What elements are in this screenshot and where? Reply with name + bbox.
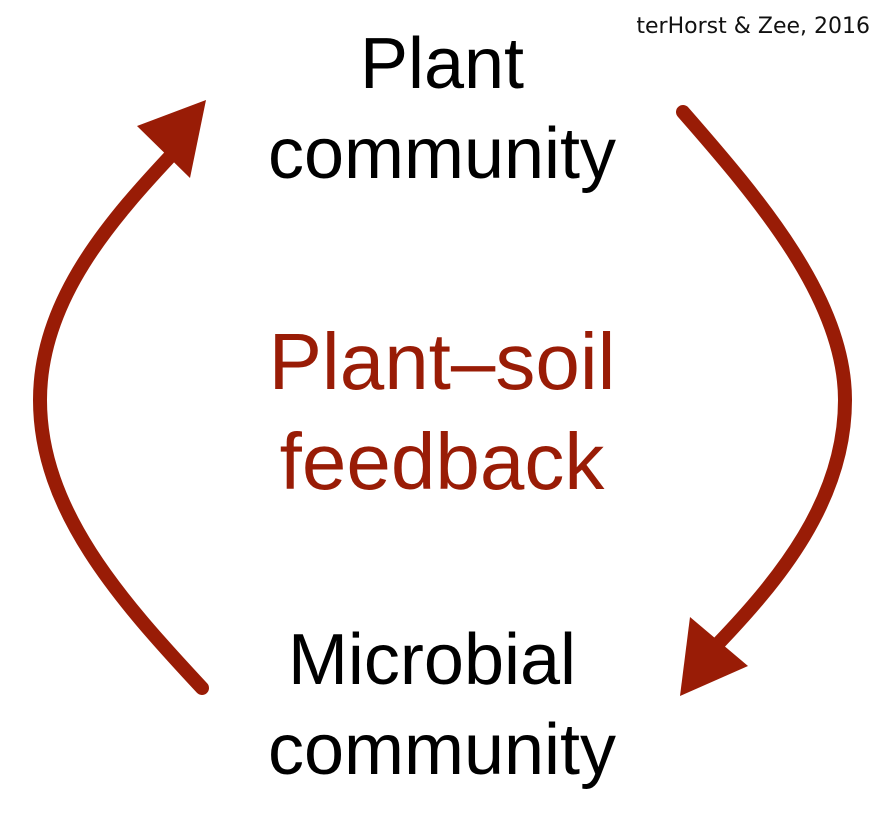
plant-soil-feedback-line2: feedback	[279, 417, 605, 506]
microbial-community-line1: Microbial	[287, 620, 577, 700]
plant-community-line1: Plant	[359, 24, 525, 104]
left-arrow-microbial-to-plant	[32, 100, 209, 695]
microbial-community-line2: community	[267, 710, 617, 790]
plant-community-line2: community	[267, 114, 617, 194]
citation: terHorst & Zee, 2016	[636, 14, 870, 39]
plant-soil-feedback-line1: Plant–soil	[268, 317, 616, 406]
right-arrow-plant-to-microbial	[676, 105, 853, 696]
